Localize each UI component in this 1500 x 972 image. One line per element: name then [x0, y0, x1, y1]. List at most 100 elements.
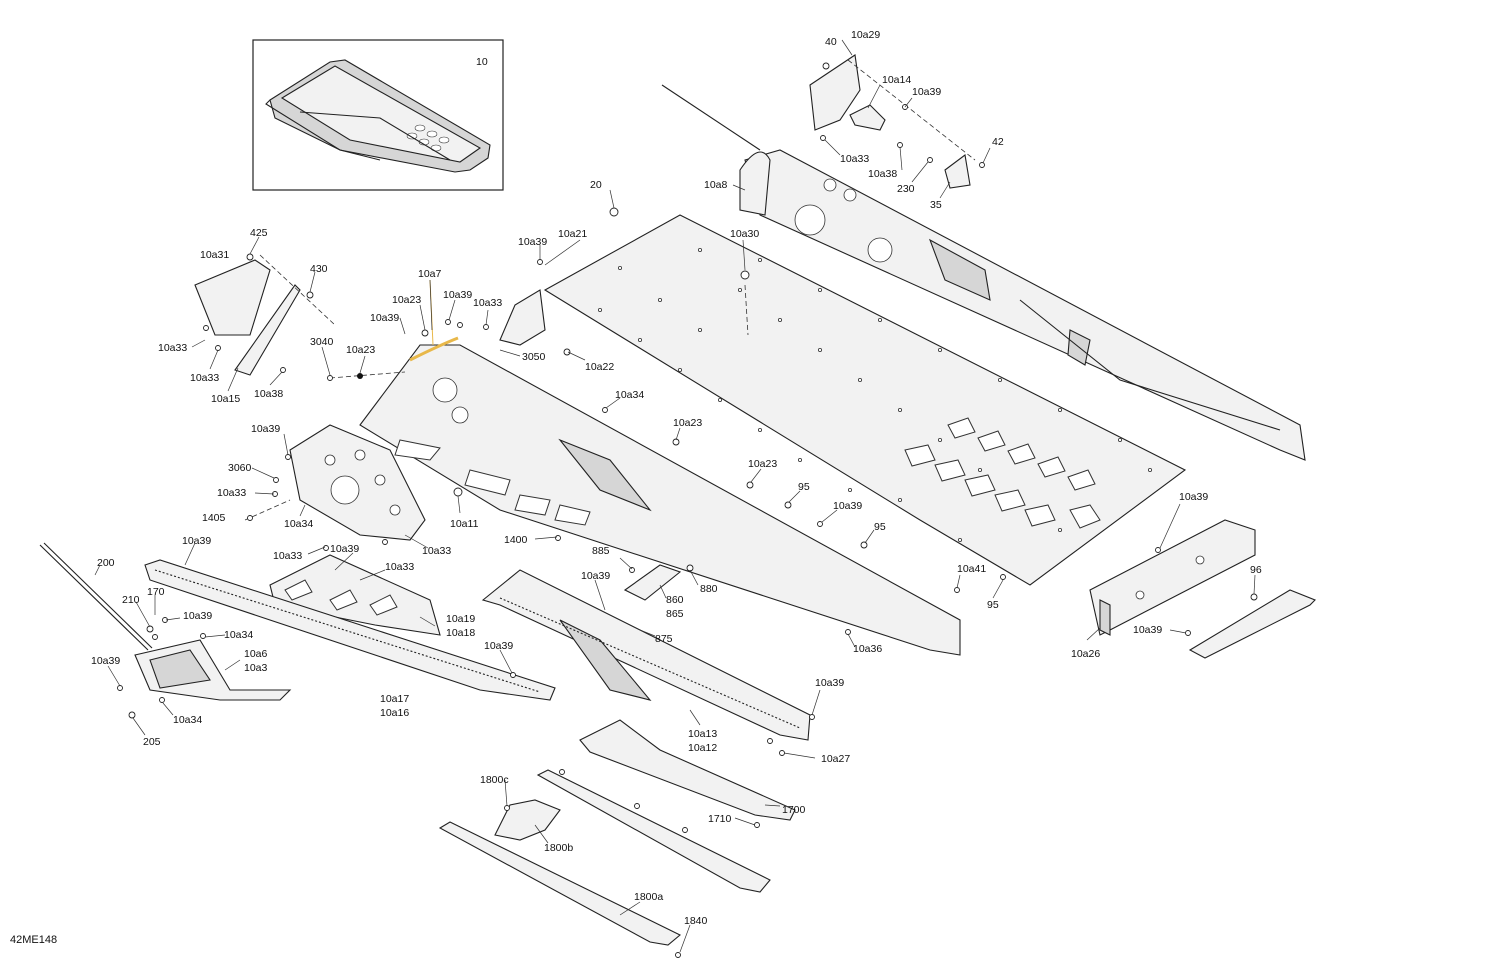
part-label: 10a3 — [244, 662, 268, 674]
part-label: 10a14 — [882, 74, 911, 86]
part-label: 10a39 — [581, 570, 610, 582]
part-label: 3050 — [522, 351, 546, 363]
part-label: 10a6 — [244, 648, 268, 660]
part-label: 10a36 — [853, 643, 882, 655]
part-label: 10a8 — [704, 179, 728, 191]
part-label: 96 — [1250, 564, 1262, 576]
part-label: 10a38 — [254, 388, 283, 400]
part-label: 880 — [700, 583, 718, 595]
cross-member-10a19 — [269, 554, 441, 636]
part-label: 95 — [874, 521, 886, 533]
part-label: 10a33 — [385, 561, 414, 573]
part-label: 10a39 — [815, 677, 844, 689]
part-label: 10a22 — [585, 361, 614, 373]
part-label: 10a33 — [840, 153, 869, 165]
part-label: 10a31 — [200, 249, 229, 261]
part-label: 10a23 — [748, 458, 777, 470]
part-label: 10a21 — [558, 228, 587, 240]
part-label: 1400 — [504, 534, 528, 546]
lower-rail-1800 — [536, 769, 771, 893]
part-label: 10a34 — [173, 714, 202, 726]
part-label: 10a39 — [484, 640, 513, 652]
part-label: 10a38 — [868, 168, 897, 180]
part-label: 10a33 — [473, 297, 502, 309]
part-label: 865 — [666, 608, 684, 620]
inset-frame-illustration — [265, 59, 491, 173]
part-label: 10a33 — [190, 372, 219, 384]
part-label: 1800a — [634, 891, 663, 903]
bracket-35 — [944, 154, 971, 189]
part-label: 10a39 — [518, 236, 547, 248]
bracket-880 — [623, 564, 682, 601]
inset-overview: 10 — [252, 39, 504, 191]
front-left-support — [39, 542, 292, 701]
part-label: 10a39 — [1179, 491, 1208, 503]
part-label: 10a39 — [833, 500, 862, 512]
lower-rail-1800a — [438, 821, 682, 946]
part-label: 10a23 — [346, 344, 375, 356]
plate-10a8 — [739, 151, 771, 216]
part-label: 10a19 — [446, 613, 475, 625]
rear-stabilizer-96 — [1188, 589, 1316, 659]
part-label: 10a30 — [730, 228, 759, 240]
part-label: 885 — [592, 545, 610, 557]
part-label: 425 — [250, 227, 268, 239]
left-side-rail — [359, 344, 961, 656]
part-label: 210 — [122, 594, 140, 606]
bracket-1800b — [494, 799, 561, 841]
part-label: 1840 — [684, 915, 708, 927]
part-label: 10a39 — [91, 655, 120, 667]
part-label: 430 — [310, 263, 328, 275]
part-label: 10a23 — [392, 294, 421, 306]
part-label: 860 — [666, 594, 684, 606]
center-rail — [481, 569, 811, 741]
part-label: 875 — [655, 633, 673, 645]
part-label: 10a11 — [450, 518, 479, 530]
part-label: 10a33 — [273, 550, 302, 562]
part-label: 10a27 — [821, 753, 850, 765]
part-label: 10a33 — [217, 487, 246, 499]
part-label: 10a29 — [851, 29, 880, 41]
part-label: 3040 — [310, 336, 334, 348]
right-side-rail — [661, 84, 1306, 461]
lower-rail-1700 — [579, 719, 796, 821]
rear-cross-member — [1089, 519, 1256, 636]
part-label: 205 — [143, 736, 161, 748]
inset-label: 10 — [476, 56, 488, 68]
left-front-plate — [289, 424, 426, 541]
part-label: 1700 — [782, 804, 806, 816]
part-label: 1405 — [202, 512, 226, 524]
part-label: 10a7 — [418, 268, 442, 280]
part-label: 10a39 — [912, 86, 941, 98]
part-label: 10a15 — [211, 393, 240, 405]
part-label: 1800b — [544, 842, 573, 854]
leader-lines — [94, 39, 1256, 953]
part-label: 42 — [992, 136, 1004, 148]
part-label: 230 — [897, 183, 915, 195]
part-label: 10a39 — [1133, 624, 1162, 636]
part-label: 95 — [798, 481, 810, 493]
part-label: 40 — [825, 36, 837, 48]
part-label: 10a39 — [330, 543, 359, 555]
part-label: 10a39 — [443, 289, 472, 301]
part-label: 35 — [930, 199, 942, 211]
part-label: 200 — [97, 557, 115, 569]
part-label: 10a39 — [370, 312, 399, 324]
part-label: 10a16 — [380, 707, 409, 719]
part-label: 10a33 — [422, 545, 451, 557]
part-label: 3060 — [228, 462, 252, 474]
tunnel-top-plate — [543, 214, 1187, 586]
part-label: 20 — [590, 179, 602, 191]
part-label: 10a13 — [688, 728, 717, 740]
diagram-code: 42ME148 — [10, 934, 57, 946]
part-label: 10a39 — [182, 535, 211, 547]
part-label: 10a39 — [183, 610, 212, 622]
tunnel-vent-openings — [904, 417, 1101, 529]
running-board-left — [144, 559, 556, 701]
part-label: 10a33 — [158, 342, 187, 354]
part-label: 10a34 — [615, 389, 644, 401]
part-label: 10a39 — [251, 423, 280, 435]
part-label: 10a18 — [446, 627, 475, 639]
part-labels: 40 10a29 10a14 10a39 42 10a33 10a38 230 … — [91, 29, 1262, 927]
